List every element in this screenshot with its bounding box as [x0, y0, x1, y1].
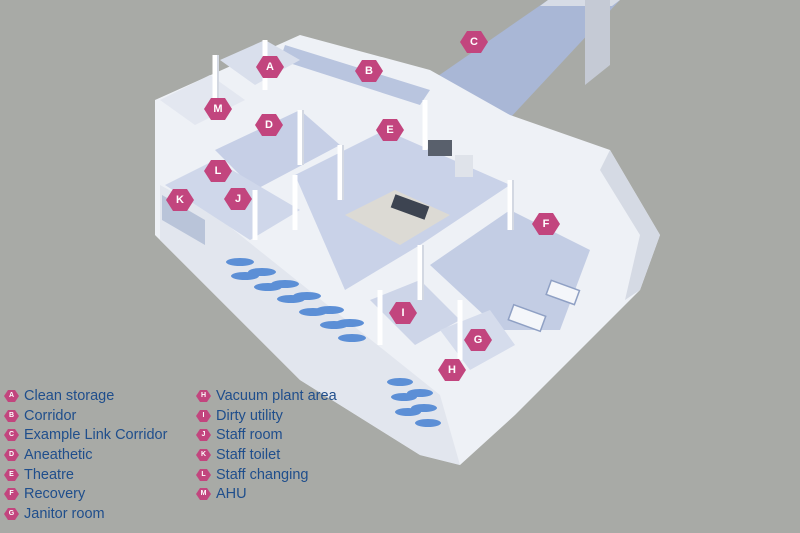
hexagon-icon: K: [196, 448, 211, 461]
room-marker-k: K: [166, 189, 194, 211]
hexagon-icon: L: [196, 468, 211, 481]
room-marker-e: E: [376, 119, 404, 141]
building-front-wall: [160, 185, 460, 465]
room-marker-d: D: [255, 114, 283, 136]
hexagon-icon: E: [4, 468, 19, 481]
room-marker-l: L: [204, 160, 232, 182]
hexagon-icon: F: [4, 488, 19, 501]
legend-item: K Staff toilet: [196, 445, 337, 465]
legend-item: J Staff room: [196, 425, 337, 445]
legend-item: M AHU: [196, 484, 337, 504]
legend-label: Staff room: [216, 427, 283, 444]
theatre-cabinet: [455, 155, 473, 177]
hexagon-icon: M: [196, 488, 211, 501]
legend-item: F Recovery: [4, 484, 167, 504]
legend-label: Theatre: [24, 466, 74, 483]
legend-item: I Dirty utility: [196, 406, 337, 426]
building-side-right: [600, 150, 660, 300]
hexagon-icon: I: [196, 409, 211, 422]
legend-item: B Corridor: [4, 406, 167, 426]
link-corridor-side: [585, 0, 610, 85]
legend-label: Aneathetic: [24, 446, 93, 463]
room-marker-a: A: [256, 56, 284, 78]
legend-label: Example Link Corridor: [24, 427, 168, 444]
interior-walls: [212, 40, 513, 360]
hexagon-icon: B: [4, 409, 19, 422]
theatre-centre: [345, 190, 450, 245]
room-marker-b: B: [355, 60, 383, 82]
legend-label: Corridor: [24, 407, 77, 424]
theatre-monitor: [428, 140, 452, 156]
hexagon-icon: G: [4, 507, 19, 520]
legend-item: D Aneathetic: [4, 445, 167, 465]
legend-item: H Vacuum plant area: [196, 386, 337, 406]
recovery-bed-2: [545, 279, 581, 306]
hexagon-icon: J: [196, 429, 211, 442]
anaesthetic-floor: [215, 110, 340, 190]
room-marker-h: H: [438, 359, 466, 381]
legend-column-1: A Clean storage B Corridor C Example Lin…: [4, 386, 167, 524]
hexagon-icon: A: [4, 389, 19, 402]
recovery-bed-1: [507, 303, 547, 333]
legend-item: G Janitor room: [4, 504, 167, 524]
legend-label: Dirty utility: [216, 407, 283, 424]
ahu-floor: [160, 75, 245, 125]
hexagon-icon: C: [4, 429, 19, 442]
legend-label: Staff toilet: [216, 446, 281, 463]
legend-label: AHU: [216, 486, 247, 503]
legend-item: A Clean storage: [4, 386, 167, 406]
operating-table: [390, 194, 430, 220]
room-marker-i: I: [389, 302, 417, 324]
recovery-floor: [430, 210, 590, 330]
legend-label: Staff changing: [216, 466, 309, 483]
room-marker-m: M: [204, 98, 232, 120]
legend-item: E Theatre: [4, 465, 167, 485]
legend-column-2: H Vacuum plant area I Dirty utility J St…: [196, 386, 337, 504]
legend-item: L Staff changing: [196, 465, 337, 485]
corridor-b-floor: [280, 45, 430, 105]
legend-label: Janitor room: [24, 505, 105, 522]
legend-item: C Example Link Corridor: [4, 425, 167, 445]
legend-label: Clean storage: [24, 387, 115, 404]
room-marker-g: G: [464, 329, 492, 351]
link-corridor-floor: [425, 0, 620, 118]
room-marker-c: C: [460, 31, 488, 53]
hexagon-icon: H: [196, 389, 211, 402]
wave-pattern: [226, 258, 441, 427]
room-marker-j: J: [224, 188, 252, 210]
legend-label: Recovery: [24, 486, 86, 503]
legend-label: Vacuum plant area: [216, 387, 337, 404]
room-marker-f: F: [532, 213, 560, 235]
hexagon-icon: D: [4, 448, 19, 461]
